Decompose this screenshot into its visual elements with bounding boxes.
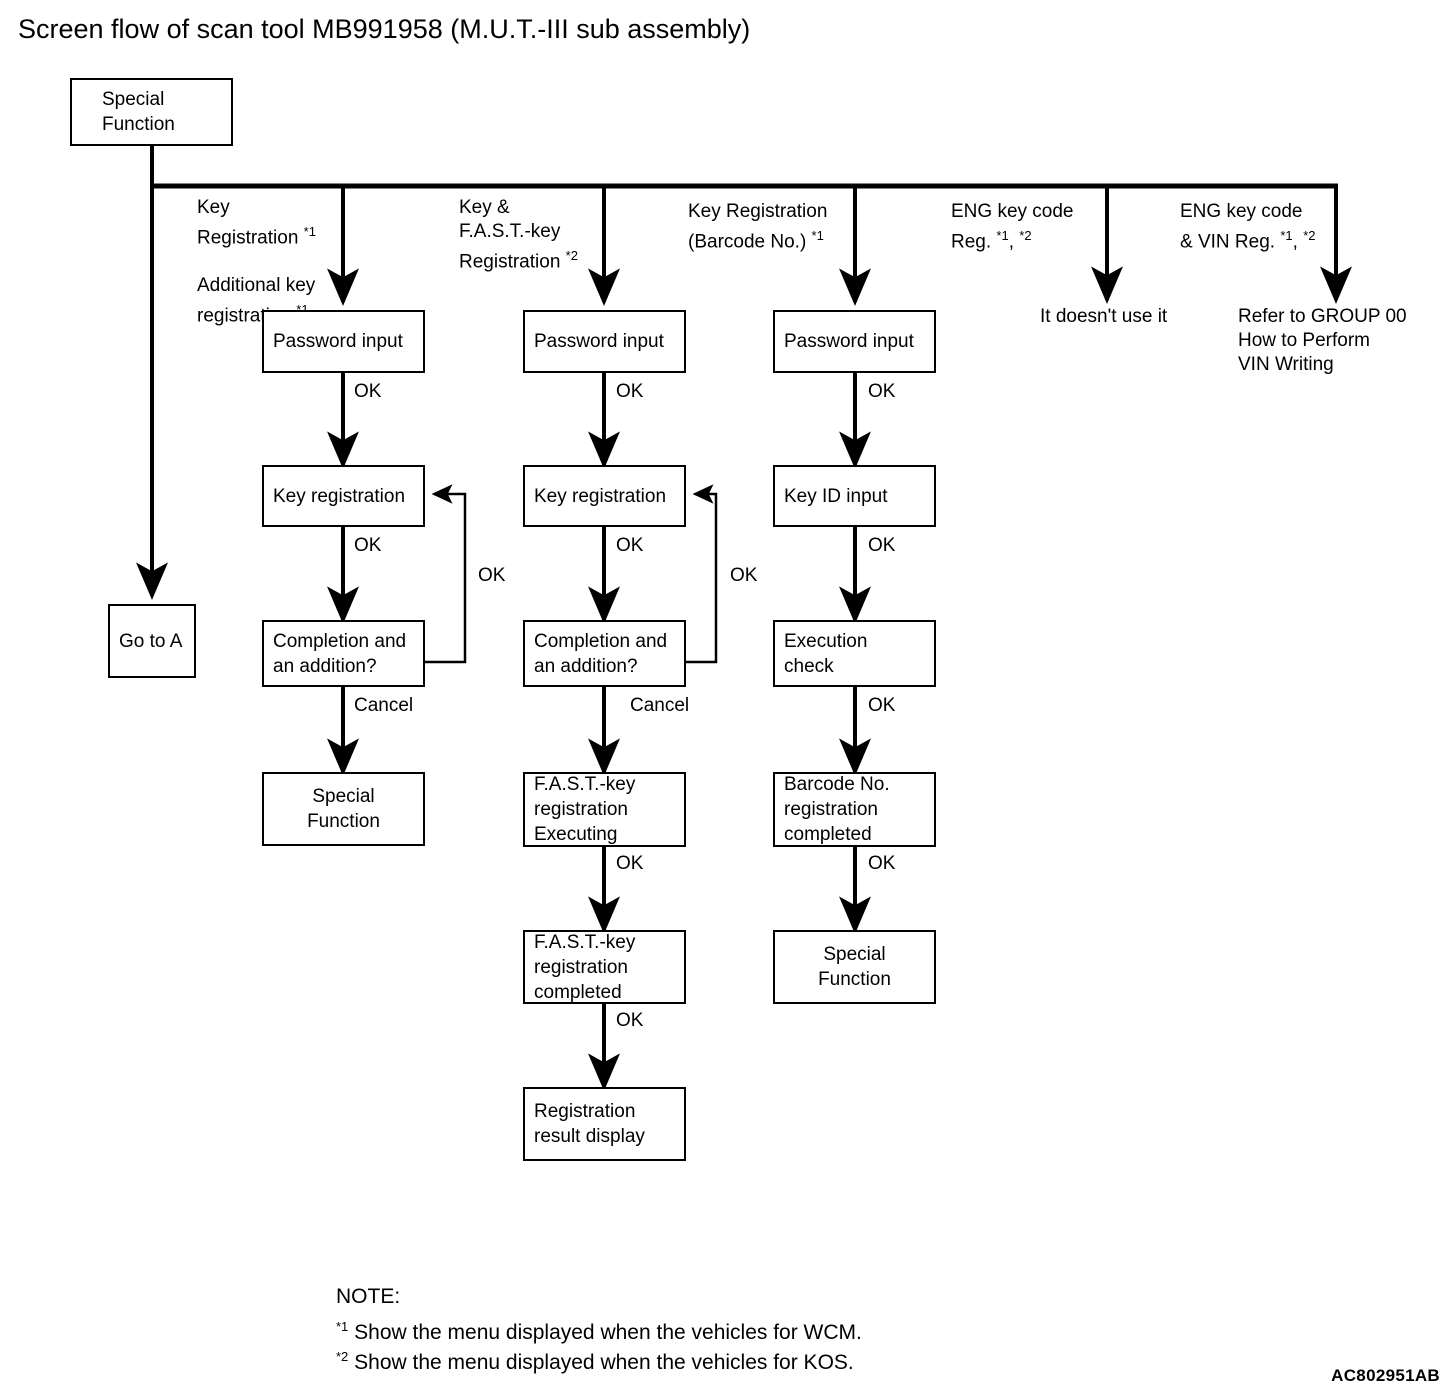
box-label: Key registration [534, 485, 667, 507]
box-label: Barcode No. registration completed [784, 774, 890, 845]
box-label: Key registration [273, 485, 406, 507]
col2-box-key-registration[interactable]: Key registration [523, 465, 686, 527]
col3-box-special-function[interactable]: Special Function [773, 930, 936, 1004]
col3-edge-label-ok-2: OK [868, 535, 896, 556]
branch-label-key-registration-barcode: Key Registration (Barcode No.) *1 [688, 201, 828, 253]
terminal-doesnt-use-it: It doesn't use it [1040, 306, 1168, 327]
box-label: Special Function [818, 944, 891, 990]
box-label: Password input [784, 331, 914, 352]
box-go-to-a[interactable]: Go to A [108, 604, 196, 678]
box-label: Completion and an addition? [273, 630, 407, 677]
col2-loop-label-ok: OK [730, 565, 758, 586]
branch-label-key-registration: Key Registration *1 Additional key regis… [197, 197, 316, 327]
col2-box-registration-result-display[interactable]: Registration result display [523, 1087, 686, 1161]
col2-box-completion-and-addition[interactable]: Completion and an addition? [523, 620, 686, 687]
col3-box-barcode-no-registration-completed[interactable]: Barcode No. registration completed [773, 772, 936, 847]
col2-box-password-input[interactable]: Password input [523, 310, 686, 373]
col2-edge-label-ok-2: OK [616, 535, 644, 556]
branch-label-eng-key-code-and-vin-reg: ENG key code & VIN Reg. *1, *2 [1180, 201, 1316, 253]
box-label: Completion and an addition? [534, 630, 668, 677]
box-label: Password input [273, 331, 403, 352]
col1-loop-label-ok: OK [478, 565, 506, 586]
note-line-2: *2 Show the menu displayed when the vehi… [336, 1349, 854, 1374]
image-code: AC802951AB [1331, 1366, 1440, 1385]
col3-box-password-input[interactable]: Password input [773, 310, 936, 373]
col1-box-password-input[interactable]: Password input [262, 310, 425, 373]
col2-edge-label-cancel: Cancel [630, 695, 690, 716]
col1-edge-label-ok-2: OK [354, 535, 382, 556]
box-label: Execution check [784, 630, 868, 677]
box-label: F.A.S.T.-key registration completed [534, 931, 636, 1003]
box-label: Key ID input [784, 485, 888, 507]
col2-edge-label-ok-1: OK [616, 381, 644, 402]
note-line-1: *1 Show the menu displayed when the vehi… [336, 1319, 862, 1344]
box-label: Special Function [307, 786, 380, 832]
col2-box-fast-key-registration-completed[interactable]: F.A.S.T.-key registration completed [523, 930, 686, 1004]
col3-box-execution-check[interactable]: Execution check [773, 620, 936, 687]
col3-edge-label-ok-4: OK [868, 853, 896, 874]
box-label: Special Function [102, 89, 175, 135]
col1-box-special-function[interactable]: Special Function [262, 772, 425, 846]
box-label: Password input [534, 331, 664, 352]
box-label: Go to A [119, 630, 183, 652]
box-label: Registration result display [534, 1101, 645, 1147]
col1-edge-label-cancel: Cancel [354, 695, 414, 716]
col2-box-fast-key-registration-executing[interactable]: F.A.S.T.-key registration Executing [523, 772, 686, 847]
col1-box-completion-and-addition[interactable]: Completion and an addition? [262, 620, 425, 687]
box-label: F.A.S.T.-key registration Executing [534, 774, 636, 845]
branch-label-eng-key-code-reg: ENG key code Reg. *1, *2 [951, 201, 1074, 253]
col3-edge-label-ok-1: OK [868, 381, 896, 402]
box-special-function-root[interactable]: Special Function [70, 78, 233, 146]
col3-edge-label-ok-3: OK [868, 695, 896, 716]
col1-box-key-registration[interactable]: Key registration [262, 465, 425, 527]
branch-label-key-and-fast-key-registration: Key & F.A.S.T.-key Registration *2 [459, 197, 578, 273]
col1-edge-label-ok-1: OK [354, 381, 382, 402]
note-heading: NOTE: [336, 1285, 401, 1308]
col3-box-key-id-input[interactable]: Key ID input [773, 465, 936, 527]
page-title: Screen flow of scan tool MB991958 (M.U.T… [18, 14, 751, 44]
col2-edge-label-ok-4: OK [616, 1010, 644, 1031]
col2-edge-label-ok-3: OK [616, 853, 644, 874]
terminal-refer-to-group-00: Refer to GROUP 00 How to Perform VIN Wri… [1238, 306, 1407, 375]
